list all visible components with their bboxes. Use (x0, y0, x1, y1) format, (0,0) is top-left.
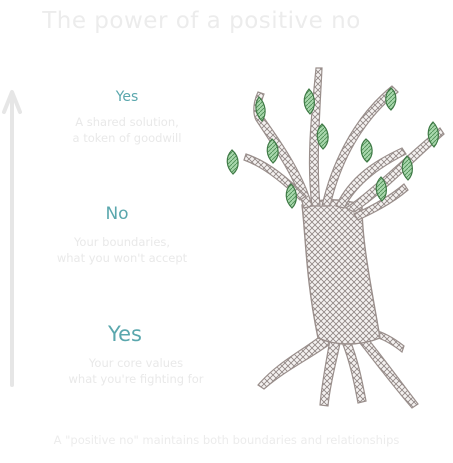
tier-heading-bottom: Yes (108, 322, 142, 346)
tier-description-middle: Your boundaries, what you won't accept (22, 234, 222, 266)
footer-caption: A "positive no" maintains both boundarie… (53, 433, 400, 447)
tier-description-line: Your core values (88, 356, 184, 370)
tier-description-line: a token of goodwill (72, 131, 182, 145)
tree-leaves (226, 87, 439, 209)
tier-description-line: A shared solution, (75, 115, 179, 129)
tier-heading-middle: No (105, 204, 129, 224)
tree-trunk (301, 199, 381, 345)
tier-heading-top: Yes (115, 89, 139, 105)
tier-description-line: what you're fighting for (68, 372, 204, 386)
tier-description-line: Your boundaries, (73, 235, 171, 249)
diagram-title: The power of a positive no (42, 8, 361, 34)
tier-description-line: what you won't accept (56, 251, 188, 265)
tier-description-top: A shared solution, a token of goodwill (27, 114, 227, 146)
tree-roots (257, 327, 419, 409)
tier-description-bottom: Your core values what you're fighting fo… (36, 355, 236, 387)
